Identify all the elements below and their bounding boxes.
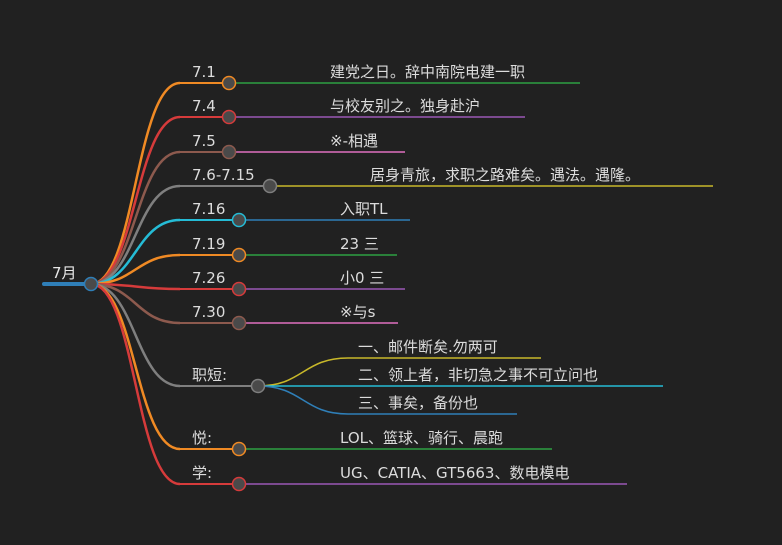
branch-edge xyxy=(90,282,181,486)
branch-label: 7.30 xyxy=(192,303,225,321)
branch-label: 7.1 xyxy=(192,63,216,81)
branch-label: 悦: xyxy=(192,429,212,447)
branch-nodes: 7.1 建党之日。辞中南院电建一职 7.4 与校友别之。独身赴沪 7.5 ※-相遇 7.6-… xyxy=(192,63,640,492)
branch-node-circle[interactable] xyxy=(231,476,247,492)
branch-node-circle[interactable] xyxy=(231,281,247,297)
branch-label: 7.26 xyxy=(192,269,225,287)
branch-label: 学: xyxy=(192,464,212,482)
branch-node-circle[interactable] xyxy=(262,178,278,194)
branch-edge xyxy=(90,218,181,286)
root-node-circle[interactable] xyxy=(83,276,99,292)
branch-edges xyxy=(90,81,713,486)
sub-item-text: 二、领上者，非切急之事不可立问也 xyxy=(358,366,598,384)
root-label: 7月 xyxy=(52,264,77,282)
branch-edge xyxy=(90,184,181,286)
sub-edge xyxy=(257,385,349,415)
item-text: LOL、篮球、骑行、晨跑 xyxy=(340,429,503,447)
branch-node-circle[interactable] xyxy=(221,75,237,91)
branch-edge xyxy=(90,282,181,325)
branch-edge xyxy=(90,150,181,286)
item-text: UG、CATIA、GT5663、数电模电 xyxy=(340,464,569,482)
item-text: ※-相遇 xyxy=(330,132,378,150)
branch-edge xyxy=(90,115,181,286)
branch-label: 7.19 xyxy=(192,235,225,253)
sub-item-text: 三、事矣，备份也 xyxy=(358,394,478,412)
branch-label: 7.16 xyxy=(192,200,225,218)
item-text: 小0 三 xyxy=(340,269,384,287)
branch-node-circle[interactable] xyxy=(231,441,247,457)
root-node-group: 7月 xyxy=(42,264,99,292)
branch-label: 7.6-7.15 xyxy=(192,166,255,184)
branch-node-circle[interactable] xyxy=(231,212,247,228)
branch-node-circle[interactable] xyxy=(231,315,247,331)
branch-label: 7.5 xyxy=(192,132,216,150)
branch-edge xyxy=(90,282,181,388)
branch-node-circle[interactable] xyxy=(221,109,237,125)
branch-node-circle[interactable] xyxy=(250,378,266,394)
item-text: 入职TL xyxy=(340,200,388,218)
branch-label: 7.4 xyxy=(192,97,216,115)
item-text: 建党之日。辞中南院电建一职 xyxy=(330,63,525,81)
sub-item-text: 一、邮件断矣.勿两可 xyxy=(358,338,498,356)
branch-edge xyxy=(90,282,181,451)
branch-label: 职短: xyxy=(192,366,227,384)
sub-edge xyxy=(257,357,349,387)
branch-node-circle[interactable] xyxy=(231,247,247,263)
branch-node-circle[interactable] xyxy=(221,144,237,160)
item-text: 与校友别之。独身赴沪 xyxy=(330,97,480,115)
item-text: 23 三 xyxy=(340,235,379,253)
item-text: 居身青旅，求职之路难矣。遇法。遇隆。 xyxy=(370,166,640,184)
item-text: ※与s xyxy=(340,303,376,321)
